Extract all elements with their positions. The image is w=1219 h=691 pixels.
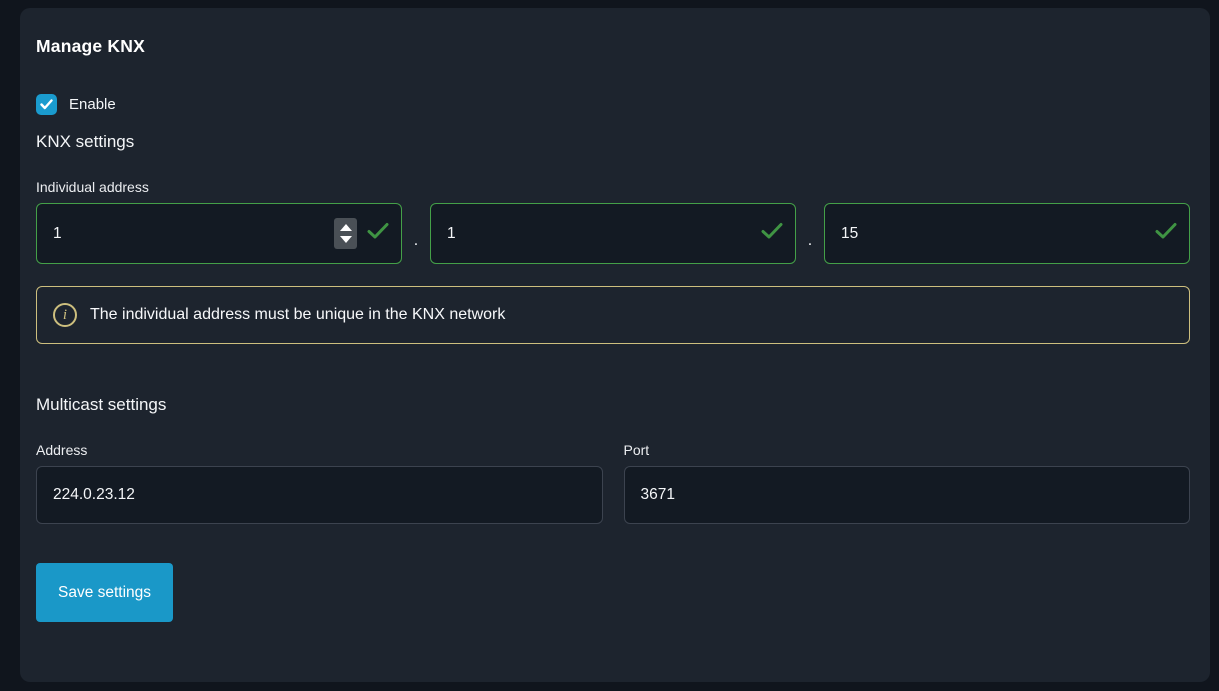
individual-address-group-1 [36,203,402,264]
individual-address-group-3 [824,203,1190,264]
page-title: Manage KNX [36,36,145,56]
individual-address-input-3[interactable] [841,224,1155,243]
valid-check-icon [367,222,389,245]
multicast-port-field: Port [623,442,1190,524]
number-stepper[interactable] [334,218,357,249]
checkbox-check-icon [40,99,53,110]
valid-check-icon [761,222,783,245]
enable-checkbox[interactable] [36,94,57,115]
unique-address-alert: i The individual address must be unique … [36,286,1190,344]
multicast-settings-heading: Multicast settings [36,395,167,414]
stepper-up-icon[interactable] [339,224,352,231]
multicast-port-label: Port [623,442,650,458]
info-icon: i [53,303,77,327]
individual-address-label: Individual address [36,179,149,195]
save-settings-button[interactable]: Save settings [36,563,174,622]
address-dot-separator: . [413,231,419,249]
multicast-fields-row: Address Port [36,442,1190,524]
individual-address-input-1[interactable] [53,224,334,243]
multicast-address-label: Address [36,442,88,458]
address-dot-separator: . [807,231,813,249]
knx-settings-heading: KNX settings [36,132,135,151]
individual-address-group-2 [430,203,796,264]
valid-check-icon [1155,222,1177,245]
alert-text: The individual address must be unique in… [90,306,506,323]
multicast-address-input[interactable] [36,466,603,524]
enable-label: Enable [69,96,116,113]
multicast-port-input[interactable] [623,466,1190,524]
manage-knx-panel: Manage KNX Enable KNX settings Individua… [20,8,1210,682]
multicast-address-field: Address [36,442,603,524]
individual-address-row: . . [36,203,1190,264]
enable-row: Enable [36,94,1190,115]
stepper-down-icon[interactable] [339,236,352,243]
individual-address-input-2[interactable] [447,224,761,243]
